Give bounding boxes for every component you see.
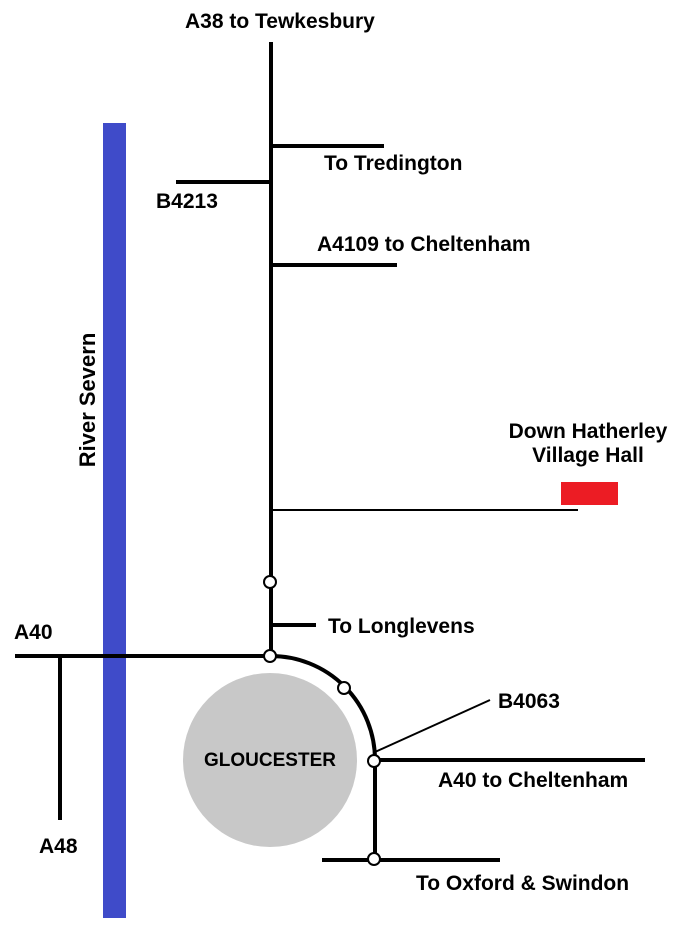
b4213-label: B4213	[156, 190, 218, 213]
a40-cheltenham-label: A40 to Cheltenham	[438, 769, 629, 792]
a38-label: A38 to Tewkesbury	[185, 10, 375, 33]
village-hall-label-line2: Village Hall	[532, 444, 644, 467]
a48-label: A48	[39, 835, 78, 858]
village-hall-label: Down Hatherley Village Hall	[480, 420, 688, 468]
oxford-swindon-label: To Oxford & Swindon	[416, 872, 630, 895]
roundabout-ring	[337, 681, 351, 695]
a40-west-label: A40	[14, 621, 53, 644]
village-hall-marker	[561, 482, 618, 505]
gloucester-label: GLOUCESTER	[204, 750, 336, 771]
a4109-label: A4109 to Cheltenham	[317, 233, 531, 256]
tredington-label: To Tredington	[324, 152, 463, 175]
river-severn-label: River Severn	[75, 332, 100, 468]
b4063-road	[374, 699, 491, 753]
village-hall-label-line1: Down Hatherley	[508, 420, 668, 443]
gloucester-area	[183, 673, 357, 847]
roundabout-a38-north	[263, 575, 277, 589]
roundabout-oxford	[367, 852, 381, 866]
longlevens-label: To Longlevens	[328, 615, 475, 638]
roundabout-a40-a38	[263, 649, 277, 663]
river-severn	[103, 123, 126, 918]
b4063-label: B4063	[498, 690, 560, 713]
roundabout-b4063	[367, 754, 381, 768]
